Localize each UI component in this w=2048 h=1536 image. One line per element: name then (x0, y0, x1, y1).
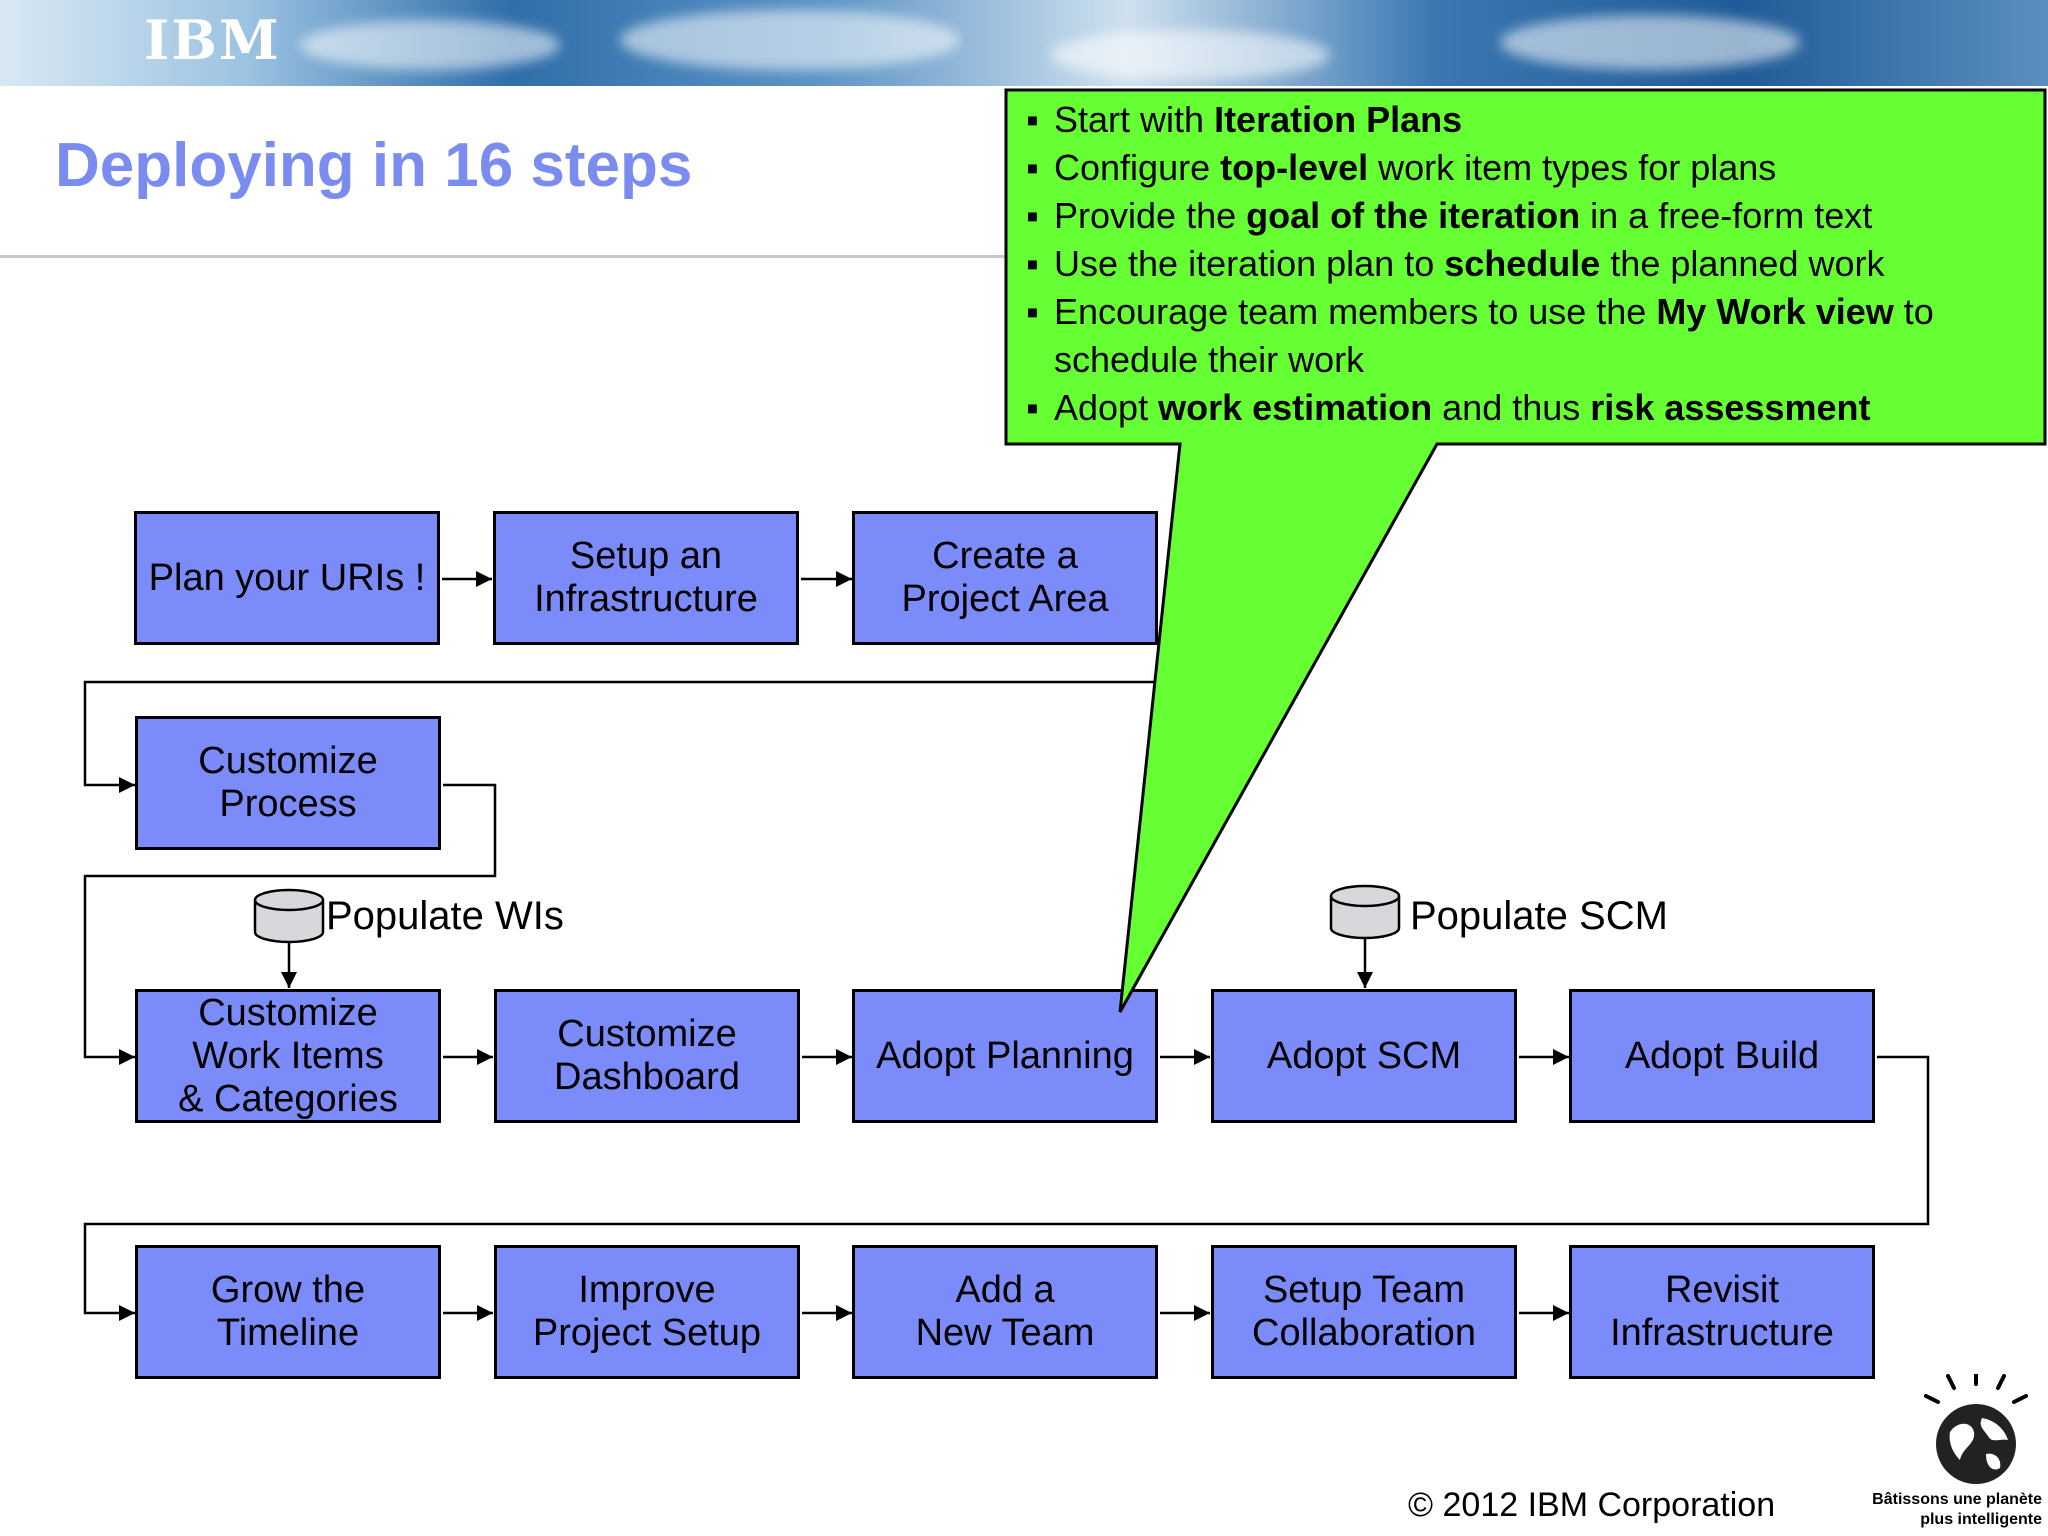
step-grow-timeline: Grow the Timeline (135, 1245, 441, 1379)
callout-text: to schedule their work (1054, 291, 1934, 380)
step-customize-work-items: Customize Work Items & Categories (135, 989, 441, 1123)
step-adopt-scm: Adopt SCM (1211, 989, 1517, 1123)
smarter-planet-icon (1924, 1374, 2028, 1484)
arrow-create-to-process (83, 680, 1160, 793)
step-create-project-area: Create a Project Area (852, 511, 1158, 645)
step-customize-process: Customize Process (135, 716, 441, 850)
banner-cloud (620, 10, 960, 70)
banner-cloud (300, 20, 560, 70)
step-add-new-team: Add a New Team (852, 1245, 1158, 1379)
callout-bold-text: schedule (1444, 243, 1601, 284)
copyright-text: © 2012 IBM Corporation (1408, 1486, 1776, 1524)
callout-text: work item types for plans (1368, 147, 1777, 188)
step-setup-team-collaboration: Setup Team Collaboration (1211, 1245, 1517, 1379)
ibm-logo-text: IBM (144, 8, 281, 72)
callout-bullet-item: Start with Iteration Plans (1006, 96, 2036, 144)
page-title: Deploying in 16 steps (55, 131, 693, 200)
banner-cloud (1050, 30, 1330, 80)
callout-text: the planned work (1600, 243, 1885, 284)
callout-bold-text: goal of the iteration (1246, 195, 1581, 236)
callout-bullet-item: Use the iteration plan to schedule the p… (1006, 240, 2036, 288)
callout-text: Adopt (1054, 387, 1159, 428)
callout-text: Encourage team members to use the (1054, 291, 1657, 332)
callout-text: and thus (1432, 387, 1591, 428)
step-plan-uris: Plan your URIs ! (134, 511, 440, 645)
step-adopt-build: Adopt Build (1569, 989, 1875, 1123)
database-icon-wis (253, 888, 325, 944)
title-divider (0, 255, 1010, 258)
callout-text: Use the iteration plan to (1054, 243, 1445, 284)
callout-bold-text: Iteration Plans (1214, 99, 1463, 140)
callout-bold-text: work estimation (1158, 387, 1433, 428)
callout-bullet-item: Provide the goal of the iteration in a f… (1006, 192, 2036, 240)
ibm-logo: IBM (144, 8, 281, 72)
callout-bold-text: top-level (1220, 147, 1369, 188)
populate-scm-label: Populate SCM (1410, 894, 1668, 938)
smarter-planet-tagline: Bâtissons une planète plus intelligente (1872, 1491, 2042, 1528)
callout-bullet-item: Encourage team members to use the My Wor… (1006, 288, 2036, 384)
database-icon-scm (1329, 884, 1401, 940)
step-setup-infrastructure: Setup an Infrastructure (493, 511, 799, 645)
step-improve-project-setup: Improve Project Setup (494, 1245, 800, 1379)
callout-bullet-list: Start with Iteration PlansConfigure top-… (1006, 96, 2036, 432)
populate-wis-label: Populate WIs (326, 894, 564, 938)
callout-text: in a free-form text (1580, 195, 1873, 236)
callout-bold-text: risk assessment (1590, 387, 1871, 428)
step-revisit-infrastructure: Revisit Infrastructure (1569, 1245, 1875, 1379)
callout-text: Provide the (1054, 195, 1247, 236)
arrow-build-to-timeline (83, 1055, 1930, 1321)
callout-bold-text: My Work view (1656, 291, 1894, 332)
callout-text: Configure (1054, 147, 1221, 188)
callout-bullet-item: Adopt work estimation and thus risk asse… (1006, 384, 2036, 432)
step-customize-dashboard: Customize Dashboard (494, 989, 800, 1123)
header-banner: IBM (0, 0, 2048, 86)
arrow-process-to-workitems (83, 783, 497, 1065)
callout-bullet-item: Configure top-level work item types for … (1006, 144, 2036, 192)
callout-text: Start with (1054, 99, 1215, 140)
step-adopt-planning: Adopt Planning (852, 989, 1158, 1123)
banner-cloud (1500, 15, 1800, 70)
